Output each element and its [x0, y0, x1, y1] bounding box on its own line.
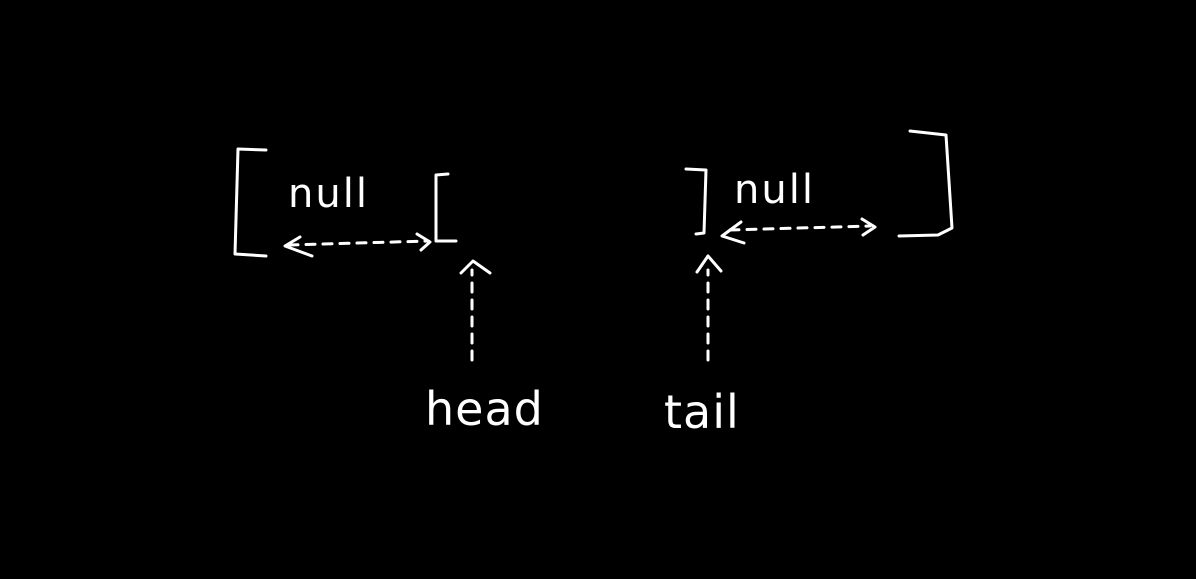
right-outer-bracket [897, 129, 954, 238]
tail-node-bracket [684, 167, 708, 236]
head-label: head [425, 382, 544, 436]
left-outer-bracket [233, 147, 268, 258]
head-node-bracket [434, 172, 458, 243]
right-link-arrow [720, 217, 877, 245]
right-null-label: null [734, 167, 815, 213]
left-null-label: null [288, 171, 369, 217]
tail-label: tail [664, 385, 740, 439]
tail-pointer-arrow [695, 254, 723, 362]
head-pointer-arrow [459, 259, 492, 362]
left-link-arrow [283, 232, 432, 258]
